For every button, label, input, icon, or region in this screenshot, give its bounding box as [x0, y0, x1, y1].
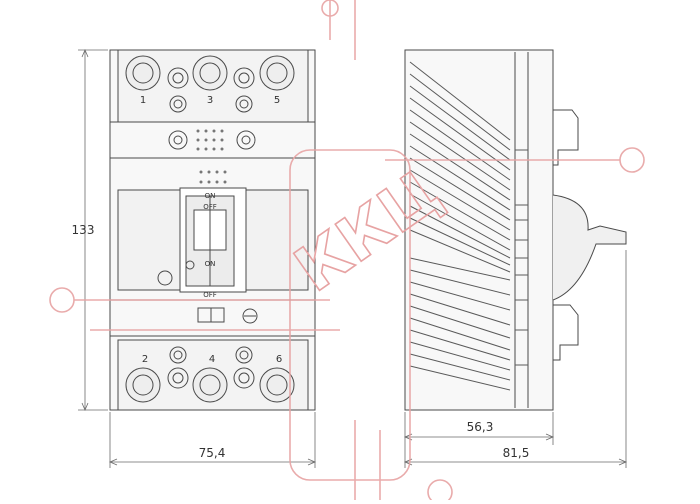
upper-fins	[409, 61, 511, 273]
terminal-label-4: 4	[209, 354, 215, 365]
top-terminals	[125, 55, 295, 113]
front-view	[109, 49, 316, 411]
total-depth-label: 81,5	[503, 446, 530, 460]
mounting-profile	[553, 109, 579, 361]
handle-on-label: ON	[205, 192, 216, 200]
width-label: 75,4	[199, 446, 226, 460]
bottom-terminals	[125, 346, 295, 403]
terminal-label-3: 3	[207, 95, 213, 106]
height-dimension	[78, 48, 108, 412]
side-view	[404, 49, 627, 411]
screw-icon	[242, 308, 258, 324]
terminal-label-2: 2	[142, 354, 148, 365]
terminal-label-6: 6	[276, 354, 282, 365]
watermark-logo	[49, 0, 645, 504]
side-dimensions	[403, 250, 628, 468]
switch-off-label: OFF	[203, 291, 217, 299]
terminal-label-5: 5	[274, 95, 280, 106]
handle-off-label: OFF	[203, 203, 217, 211]
body-depth-label: 56,3	[467, 420, 494, 434]
terminal-label-1: 1	[140, 95, 146, 106]
height-label: 133	[72, 223, 95, 237]
side-ribs	[515, 149, 528, 366]
lower-fins	[409, 257, 511, 391]
switch-on-label: ON	[205, 260, 216, 268]
cover-plate	[168, 130, 256, 150]
indicator-light	[157, 270, 173, 286]
handle-side	[552, 194, 627, 301]
vent-dots	[196, 129, 227, 184]
width-dimension	[108, 412, 317, 468]
